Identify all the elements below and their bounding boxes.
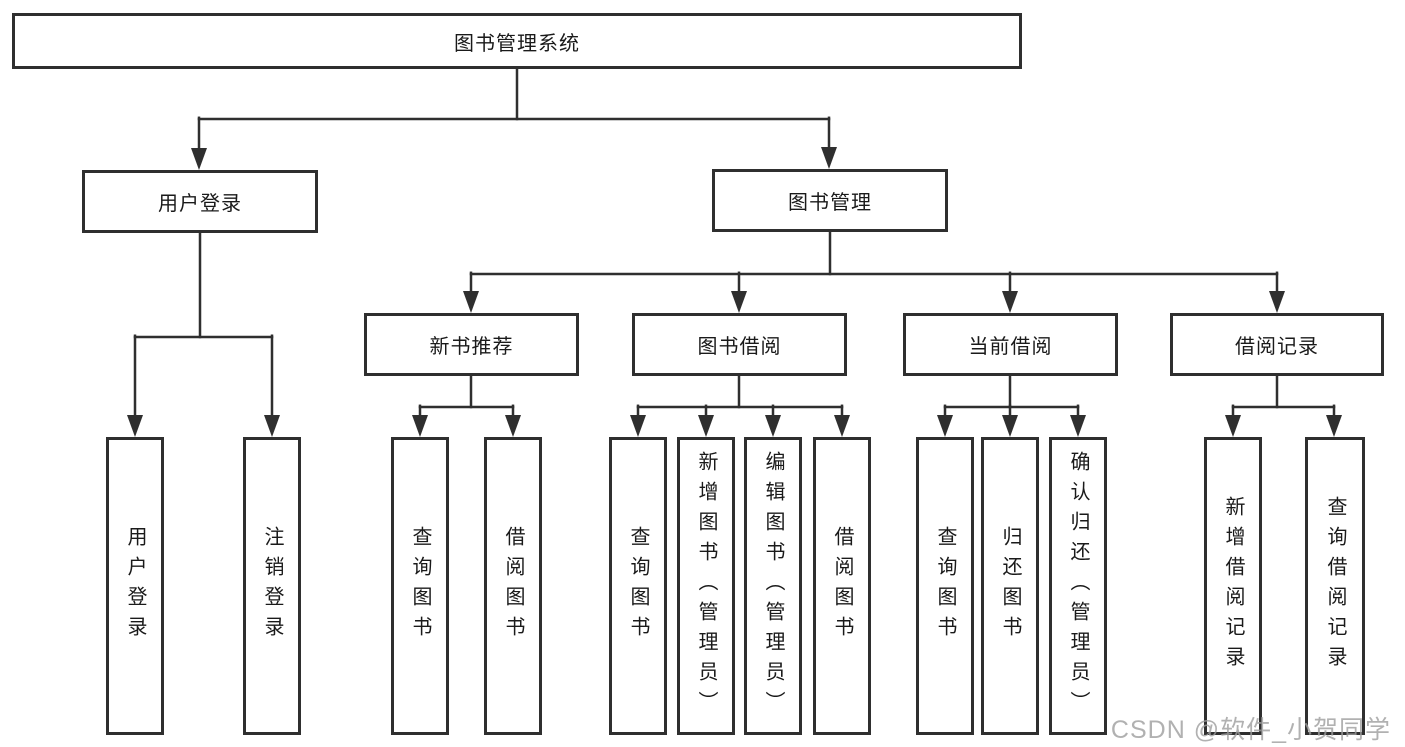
leaf-return-book: 归还图书 [981, 437, 1039, 735]
leaf-label: 查询图书 [409, 526, 431, 646]
node-book-borrowing: 图书借阅 [632, 313, 847, 376]
connector-current-borrowing-to-leaves [937, 374, 1086, 437]
connector-new-book-recommendation-to-leaves [412, 374, 521, 437]
leaf-query-books-borrowing: 查询图书 [609, 437, 667, 735]
leaf-user-login: 用户登录 [106, 437, 164, 735]
node-borrowing-records: 借阅记录 [1170, 313, 1384, 376]
leaf-query-borrow-record: 查询借阅记录 [1305, 437, 1365, 735]
connector-borrowing-records-to-leaves [1225, 374, 1342, 437]
node-label: 借阅记录 [1235, 336, 1319, 358]
node-label: 当前借阅 [968, 336, 1053, 358]
connector-root-to-level2 [191, 67, 837, 170]
node-library-management-system: 图书管理系统 [12, 13, 1022, 69]
node-label: 图书管理系统 [454, 32, 580, 55]
node-label: 图书借阅 [697, 336, 782, 358]
leaf-label: 查询图书 [934, 526, 956, 646]
node-user-login: 用户登录 [82, 170, 318, 233]
leaf-query-books-recommend: 查询图书 [391, 437, 449, 735]
node-book-management: 图书管理 [712, 169, 948, 232]
connector-book-borrowing-to-leaves [630, 374, 850, 437]
leaf-label: 确认归还（管理员） [1067, 451, 1089, 721]
node-new-book-recommendation: 新书推荐 [364, 313, 579, 376]
leaf-label: 编辑图书（管理员） [762, 451, 784, 721]
connector-user-login-to-leaves [127, 231, 280, 437]
leaf-logout: 注销登录 [243, 437, 301, 735]
leaf-label: 新增图书（管理员） [695, 451, 717, 721]
leaf-label: 借阅图书 [831, 526, 853, 646]
leaf-label: 查询借阅记录 [1324, 496, 1346, 676]
node-current-borrowing: 当前借阅 [903, 313, 1118, 376]
leaf-label: 借阅图书 [502, 526, 524, 646]
connector-book-management-to-level3 [463, 230, 1285, 313]
leaf-label: 注销登录 [261, 526, 283, 646]
leaf-add-book-admin: 新增图书（管理员） [677, 437, 735, 735]
leaf-confirm-return-admin: 确认归还（管理员） [1049, 437, 1107, 735]
node-label: 图书管理 [788, 192, 872, 214]
leaf-query-books-current: 查询图书 [916, 437, 974, 735]
leaf-label: 归还图书 [999, 526, 1021, 646]
leaf-edit-book-admin: 编辑图书（管理员） [744, 437, 802, 735]
node-label: 新书推荐 [429, 336, 514, 358]
leaf-add-borrow-record: 新增借阅记录 [1204, 437, 1262, 735]
leaf-label: 查询图书 [627, 526, 649, 646]
leaf-borrow-books-recommend: 借阅图书 [484, 437, 542, 735]
leaf-borrow-books-borrowing: 借阅图书 [813, 437, 871, 735]
watermark: CSDN @软件_小贺同学 [1110, 716, 1391, 744]
node-label: 用户登录 [158, 193, 242, 215]
leaf-label: 用户登录 [124, 526, 146, 646]
leaf-label: 新增借阅记录 [1222, 496, 1244, 676]
